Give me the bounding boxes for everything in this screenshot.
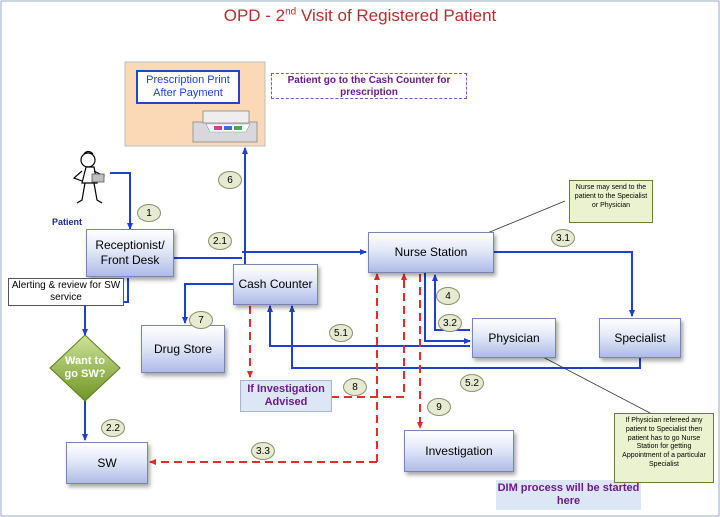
dim-process-note: DIM process will be started here (496, 480, 641, 510)
prescription-print-box[interactable]: Prescription Print After Payment (136, 70, 240, 104)
step-6: 6 (218, 171, 242, 189)
flow-physician-nurse (432, 274, 470, 331)
drug-store-box[interactable]: Drug Store (141, 325, 225, 373)
investigation-box[interactable]: Investigation (404, 430, 514, 472)
cash-counter-callout: Patient go to the Cash Counter for presc… (271, 73, 467, 99)
patient-label: Patient (52, 217, 83, 227)
nurse-note: Nurse may send to the patient to the Spe… (569, 180, 653, 223)
alert-label: Alerting & review for SW service (8, 278, 124, 306)
step-1: 1 (137, 204, 161, 222)
flow-nurse-specialist (494, 251, 635, 317)
sw-box[interactable]: SW (66, 442, 148, 484)
receptionist-box[interactable]: Receptionist/ Front Desk (86, 229, 174, 277)
step-9: 9 (427, 398, 451, 416)
step-3-2: 3.2 (438, 314, 462, 332)
nurse-station-box[interactable]: Nurse Station (368, 232, 494, 273)
step-8: 8 (343, 378, 367, 396)
step-3-1: 3.1 (551, 229, 575, 247)
physician-note-pointer (540, 355, 651, 414)
step-5-1: 5.1 (329, 324, 353, 342)
step-2-1: 2.1 (208, 232, 232, 250)
decision-label: Want to go SW? (64, 355, 106, 381)
decision-diamond (49, 334, 121, 402)
investigation-advised-box[interactable]: If Investigation Advised (240, 380, 332, 412)
flow-specialist-cash (289, 305, 641, 369)
prescription-print-label: Prescription Print After Payment (146, 73, 230, 99)
step-2-2: 2.2 (101, 419, 125, 437)
flow-patient-reception (110, 172, 133, 230)
printer-icon (192, 110, 258, 143)
step-4: 4 (436, 287, 460, 305)
specialist-box[interactable]: Specialist (599, 318, 681, 358)
step-7: 7 (189, 311, 213, 329)
page-title: OPD - 2nd Visit of Registered Patient (223, 6, 497, 25)
flow-advised-nurse (331, 273, 407, 398)
flow-cash-drugstore (182, 283, 233, 324)
physician-box[interactable]: Physician (472, 318, 556, 358)
step-5-2: 5.2 (460, 374, 484, 392)
dashed-flows (149, 273, 423, 465)
nurse-note-pointer (484, 200, 566, 235)
flow-nurse-physician (424, 272, 471, 344)
step-3-3: 3.3 (251, 442, 275, 460)
cash-counter-box[interactable]: Cash Counter (233, 264, 318, 305)
patient-icon (72, 150, 106, 204)
physician-note: If Physician refereed any patient to Spe… (614, 413, 714, 483)
